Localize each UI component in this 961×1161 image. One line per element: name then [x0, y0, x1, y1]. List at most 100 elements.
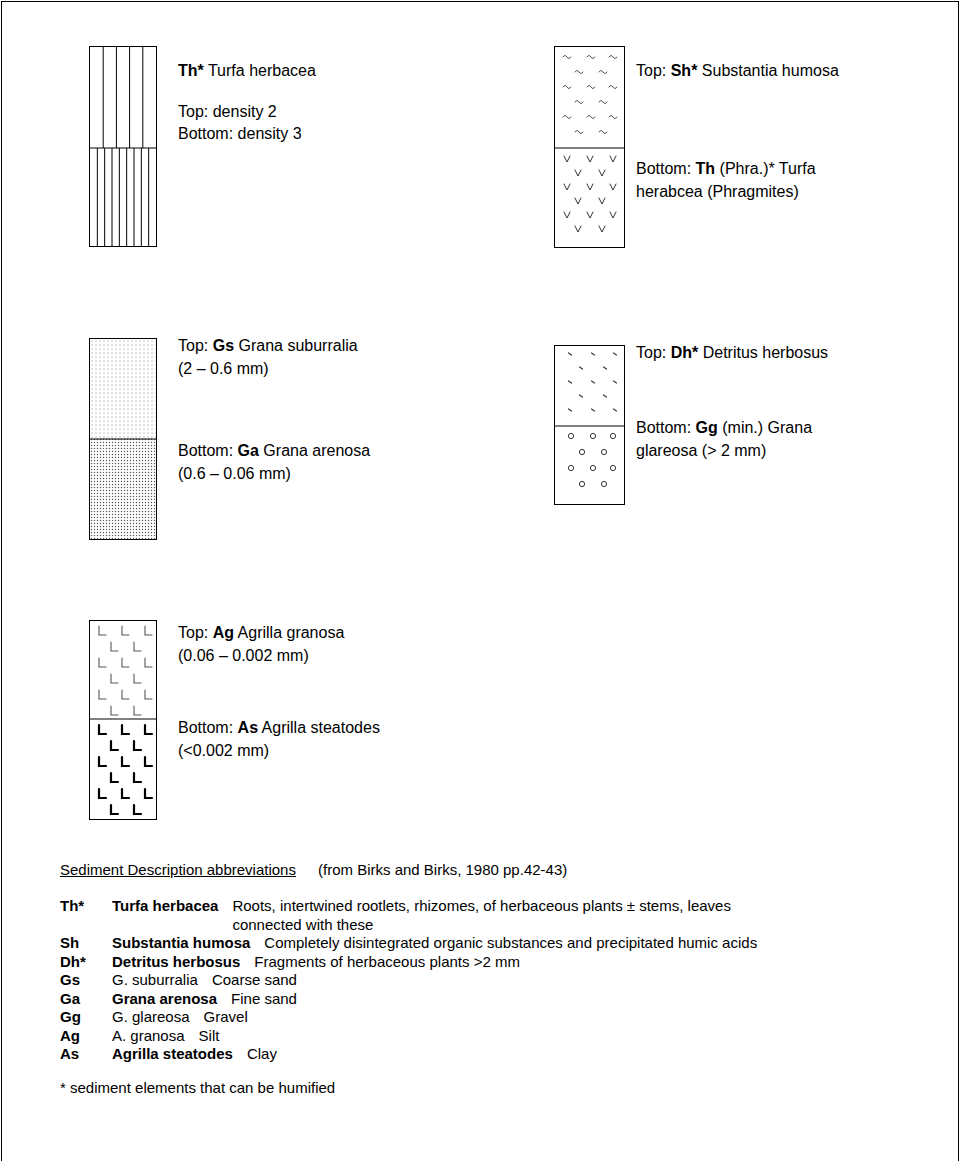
clay-mark: [134, 805, 141, 814]
detritus-tick: [580, 395, 583, 397]
sediment-symbol-box: Top: Sh* Substantia humosaBottom: Th (Ph…: [554, 46, 625, 248]
abbreviation-row: GaGrana arenosaFine sand: [60, 990, 940, 1009]
detritus-tick: [580, 367, 583, 369]
abbreviation-row: GsG. suburraliaCoarse sand: [60, 971, 940, 990]
humus-tilde-group: [563, 56, 617, 134]
phragmites-v: [564, 184, 570, 190]
text-run: Turfa herbacea: [204, 62, 316, 79]
abbreviation: Ag: [60, 1027, 112, 1046]
half-divider: [555, 426, 624, 427]
text-run: Bottom:: [178, 442, 238, 459]
abbreviation: Sh: [60, 934, 112, 953]
silt-mark: [145, 690, 152, 699]
silt-mark: [122, 626, 129, 635]
text-run: Detritus herbosus: [698, 344, 828, 361]
silt-mark: [122, 658, 129, 667]
peat-lines: [97, 47, 148, 246]
gravel-circle: [601, 449, 606, 454]
abbreviation: Gs: [60, 971, 112, 990]
sediment-symbol-box: Th* Turfa herbaceaTop: density 2Bottom: …: [89, 46, 157, 247]
sediment-symbol-box: Top: Ag Agrilla granosa (0.06 – 0.002 mm…: [89, 620, 157, 820]
peat-line: [126, 148, 127, 246]
gravel-circle: [590, 433, 595, 438]
clay-mark: [99, 757, 106, 766]
half-divider: [90, 719, 156, 720]
sediment-description: Silt: [199, 1027, 220, 1046]
sediment-name: Agrilla steatodes: [112, 1045, 233, 1064]
gravel-circle: [579, 449, 584, 454]
detritus-tick: [569, 409, 572, 411]
footnote: * sediment elements that can be humified: [60, 1079, 335, 1096]
humus-tilde: [609, 86, 617, 89]
symbol-label: Bottom: Ga Grana arenosa (0.6 – 0.06 mm): [178, 439, 370, 485]
gravel-circle: [579, 481, 584, 486]
silt-mark: [111, 674, 118, 683]
abbreviation-list: Th*Turfa herbaceaRoots, intertwined root…: [60, 897, 940, 1064]
peat-line: [141, 148, 142, 246]
phragmites-v: [575, 170, 581, 176]
sediment-name: Turfa herbacea: [112, 897, 218, 916]
gravel-circle: [568, 433, 573, 438]
abbreviation-row: Dh*Detritus herbosusFragments of herbace…: [60, 953, 940, 972]
phragmites-v: [575, 226, 581, 232]
silt-mark: [111, 642, 118, 651]
symbol-label: Top: Gs Grana suburralia (2 – 0.6 mm): [178, 334, 358, 380]
symbol-label: Bottom: density 3: [178, 122, 302, 145]
sediment-pattern: [90, 47, 156, 246]
sediment-description: Fine sand: [231, 990, 297, 1009]
clay-mark: [111, 773, 118, 782]
silt-mark: [134, 674, 141, 683]
clay-mark: [122, 789, 129, 798]
sediment-name: Substantia humosa: [112, 934, 250, 953]
detritus-tick: [604, 395, 607, 397]
phragmites-v-group: [564, 156, 616, 232]
text-run: Agrilla granosa: [234, 624, 344, 641]
text-run: Th*: [178, 62, 204, 79]
symbol-label: Bottom: Gg (min.) Grana glareosa (> 2 mm…: [636, 416, 861, 462]
humus-tilde: [609, 116, 617, 119]
peat-line: [142, 47, 143, 148]
text-run: Agrilla steatodes: [258, 719, 380, 736]
detritus-tick-group: [569, 353, 617, 411]
gravel-circle: [601, 481, 606, 486]
symbol-label: Top: Dh* Detritus herbosus: [636, 341, 828, 364]
sediment-pattern: [90, 339, 156, 539]
symbol-label: Bottom: As Agrilla steatodes (<0.002 mm): [178, 716, 380, 762]
text-run: Ag: [213, 624, 234, 641]
peat-line: [148, 148, 149, 246]
silt-mark: [145, 658, 152, 667]
abbreviation-row: AsAgrilla steatodesClay: [60, 1045, 940, 1064]
text-run: Top:: [636, 62, 671, 79]
sediment-description: Clay: [247, 1045, 277, 1064]
peat-line: [103, 47, 104, 148]
phragmites-v: [599, 226, 605, 232]
detritus-tick: [614, 409, 617, 411]
text-run: Gs: [213, 337, 234, 354]
detritus-tick: [604, 367, 607, 369]
clay-mark: [134, 773, 141, 782]
text-run: Ga: [238, 442, 259, 459]
detritus-tick: [569, 381, 572, 383]
humus-tilde: [575, 101, 583, 104]
text-run: Grana arenosa: [259, 442, 370, 459]
abbreviation: Th*: [60, 897, 112, 916]
phragmites-v: [599, 170, 605, 176]
text-run: (2 – 0.6 mm): [178, 357, 358, 380]
sediment-pattern: [555, 346, 624, 504]
clay-mark: [99, 725, 106, 734]
peat-line: [97, 148, 98, 246]
humus-tilde: [609, 56, 617, 59]
text-run: Dh*: [671, 344, 699, 361]
gravel-circle: [568, 465, 573, 470]
text-run: Top: density 2: [178, 103, 277, 120]
list-heading-row: Sediment Description abbreviations(from …: [60, 860, 589, 879]
abbreviation: Dh*: [60, 953, 112, 972]
fine-sand-fill: [90, 439, 156, 539]
clay-mark-group: [99, 725, 152, 814]
clay-mark: [111, 805, 118, 814]
detritus-tick: [614, 353, 617, 355]
silt-mark: [145, 626, 152, 635]
sediment-description: Gravel: [204, 1008, 248, 1027]
peat-line: [104, 148, 105, 246]
